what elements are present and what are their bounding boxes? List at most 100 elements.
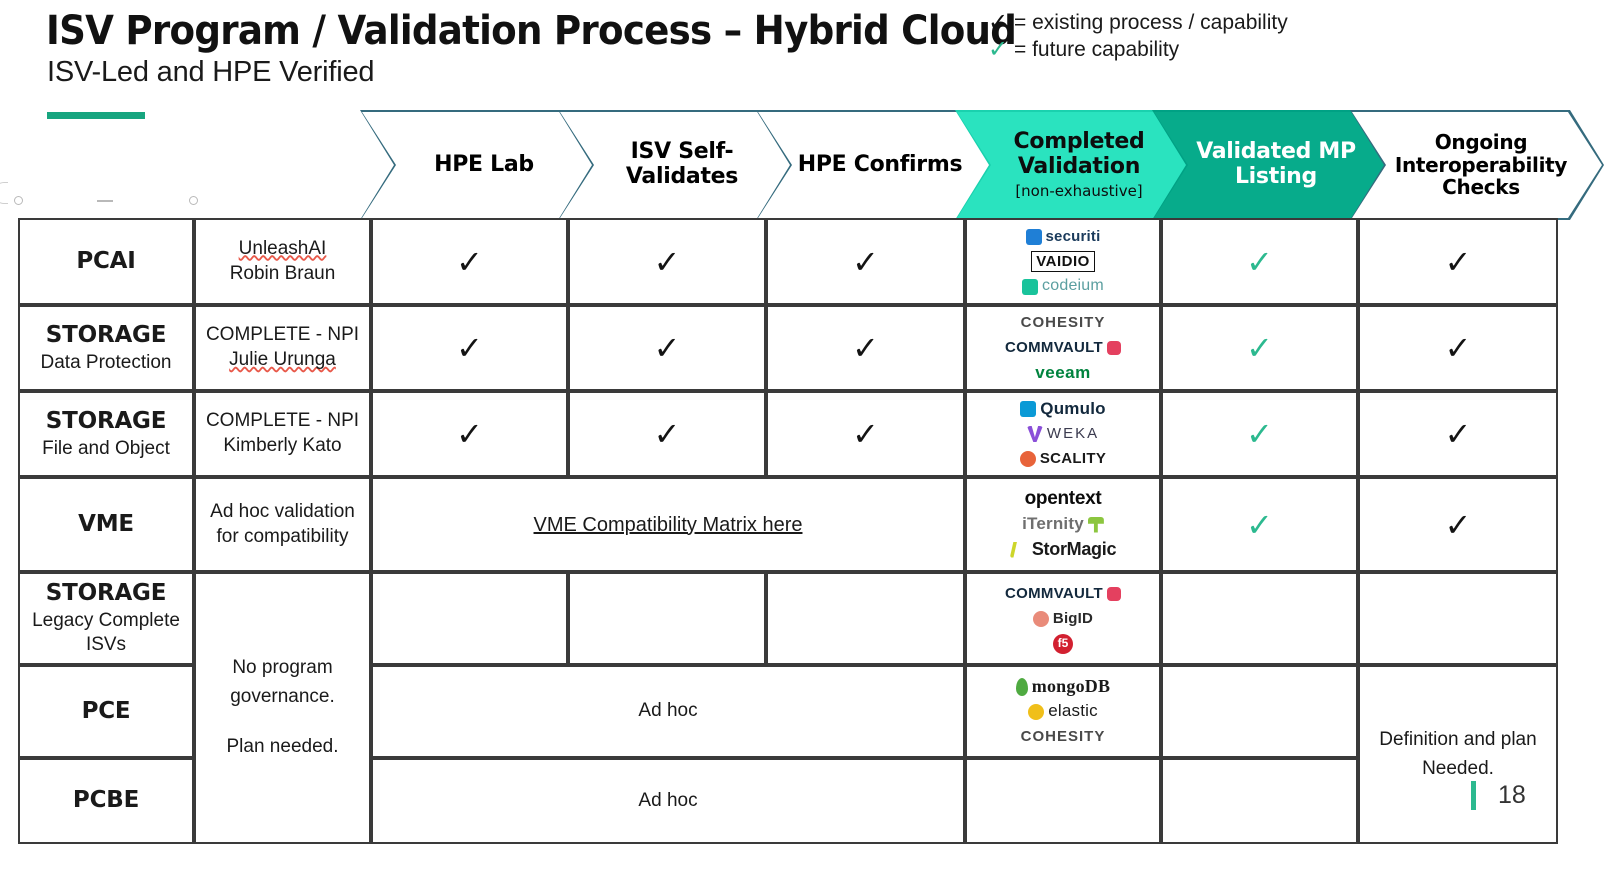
chevron-fill — [362, 112, 598, 218]
category-name: STORAGE — [45, 407, 167, 434]
category-sub: Legacy Complete ISVs — [32, 609, 180, 656]
check-icon: ✓ — [988, 8, 1009, 36]
category-name: PCE — [81, 697, 131, 724]
table-cell-owner: COMPLETE - NPI Kimberly Kato — [194, 391, 371, 477]
stage-chevron-hpe-lab[interactable]: HPE Lab — [360, 110, 600, 220]
stage-label: HPE Lab — [434, 151, 534, 177]
logo-stormagic: StorMagic — [1009, 539, 1116, 559]
page-subtitle: ISV-Led and HPE Verified — [47, 56, 375, 88]
selection-handle[interactable] — [189, 196, 198, 205]
logo-label: iTernity — [1022, 514, 1084, 534]
check-icon: ✓ — [852, 243, 879, 280]
logo-codeium: codeium — [1022, 277, 1104, 296]
check-icon: ✓ — [1444, 416, 1472, 452]
owner-line-2: Julie Urunga — [229, 349, 336, 370]
owner-line-1: UnleashAI — [238, 237, 327, 259]
table-cell-ongoing — [1358, 572, 1558, 665]
table-cell-validated-mp: ✓ — [1161, 391, 1358, 477]
codeium-icon — [1022, 278, 1039, 295]
table-cell-owner: Ad hoc validation for compatibility — [194, 477, 371, 572]
bigid-fingerprint-icon — [1032, 610, 1049, 627]
adhoc-label: Ad hoc — [638, 789, 698, 811]
owner-line-1: COMPLETE - NPI — [205, 324, 360, 346]
ongoing-note-line-2: Needed. — [1422, 757, 1494, 779]
stage-label: ISV Self-Validates — [625, 139, 739, 189]
stage-chevron-hpe-confirms[interactable]: HPE Confirms — [756, 110, 996, 220]
owner-line-2: for compatibility — [216, 525, 349, 547]
selection-arc — [0, 182, 8, 204]
table-cell-category: PCE — [18, 665, 194, 758]
logo-commvault: COMMVAULT — [1005, 585, 1121, 603]
table-cell-isv-self: ✓ — [568, 391, 766, 477]
check-icon: ✓ — [456, 416, 483, 452]
table-cell-category: STORAGE Legacy Complete ISVs — [18, 572, 194, 665]
commvault-icon — [1106, 586, 1121, 601]
logo-stack: opentext iTernity StorMagic — [967, 488, 1159, 559]
stormagic-icon — [1009, 541, 1018, 558]
stage-chevron-isv-self-validates[interactable]: ISV Self-Validates — [558, 110, 798, 220]
logo-stack: securiti VAIDIO codeium — [967, 228, 1159, 296]
table-cell-hpe-lab: ✓ — [371, 391, 568, 477]
logo-vaidio: VAIDIO — [1031, 250, 1095, 273]
table-cell-validated-mp — [1161, 758, 1358, 844]
table-cell-ongoing-note-merged: Definition and plan Needed. — [1358, 665, 1558, 844]
owner-note-line-3: Plan needed. — [226, 736, 339, 758]
table-cell-isv-self: ✓ — [568, 305, 766, 391]
table-cell-isv-self: ✓ — [568, 218, 766, 305]
logo-iternity: iTernity — [1022, 514, 1104, 534]
logo-label: securiti — [1045, 227, 1101, 245]
selection-handle-dash[interactable] — [97, 200, 113, 202]
logo-label: mongoDB — [1031, 675, 1111, 696]
logo-label: COMMVAULT — [1005, 339, 1103, 357]
table-cell-pcbe-adhoc: Ad hoc — [371, 758, 965, 844]
chevron-fill — [1154, 112, 1390, 218]
owner-line-2: Kimberly Kato — [223, 435, 342, 456]
logo-label: codeium — [1042, 277, 1104, 295]
table-cell-validated-mp — [1161, 665, 1358, 758]
legend-label-future: = future capability — [1014, 37, 1180, 61]
title-accent-bar — [47, 112, 145, 119]
stage-label: HPE Confirms — [797, 151, 963, 177]
logo-qumulo: Qumulo — [1020, 398, 1106, 418]
table-cell-validated-mp: ✓ — [1161, 218, 1358, 305]
table-cell-completed-validation — [965, 758, 1161, 844]
slide-number-text: 18 — [1498, 781, 1526, 809]
chevron-fill — [560, 112, 796, 218]
check-icon: ✓ — [653, 243, 681, 280]
logo-f5: f5 — [1053, 633, 1073, 654]
logo-cohesity: COHESITY — [1021, 314, 1106, 332]
qumulo-icon — [1020, 401, 1037, 417]
table-cell-vme-compatibility-link[interactable]: VME Compatibility Matrix here — [371, 477, 965, 572]
check-icon: ✓ — [1246, 243, 1273, 280]
logo-label: BigID — [1052, 609, 1094, 627]
vme-compatibility-matrix-link[interactable]: VME Compatibility Matrix here — [533, 513, 803, 536]
table-cell-category: STORAGE File and Object — [18, 391, 194, 477]
logo-bigid: BigID — [1032, 609, 1094, 628]
logo-stack: mongoDB elastic COHESITY — [967, 675, 1159, 746]
validation-matrix-table: PCAI UnleashAI Robin Braun ✓ ✓ ✓ securit… — [18, 218, 1558, 844]
owner-note-line-2: governance. — [230, 685, 335, 707]
table-cell-category: STORAGE Data Protection — [18, 305, 194, 391]
logo-label: COHESITY — [1020, 727, 1106, 745]
stage-sublabel: [non-exhaustive] — [1015, 181, 1143, 200]
check-icon: ✓ — [1246, 416, 1273, 452]
check-icon: ✓ — [653, 416, 681, 452]
logo-label: Qumulo — [1040, 398, 1106, 418]
selection-handle[interactable] — [14, 196, 23, 205]
category-name: STORAGE — [45, 579, 167, 606]
table-cell-hpe-confirms: ✓ — [766, 305, 965, 391]
commvault-icon — [1106, 341, 1121, 355]
logo-stack: COMMVAULT BigID f5 — [967, 585, 1159, 654]
logo-opentext: opentext — [1025, 488, 1102, 509]
table-cell-ongoing: ✓ — [1358, 477, 1558, 572]
table-cell-completed-validation: securiti VAIDIO codeium — [965, 218, 1161, 305]
table-cell-category: PCAI — [18, 218, 194, 305]
owner-note-line-1: No program — [232, 657, 333, 679]
logo-stack: COHESITY COMMVAULT veeam — [967, 314, 1159, 382]
owner-line-1: COMPLETE - NPI — [205, 410, 360, 432]
